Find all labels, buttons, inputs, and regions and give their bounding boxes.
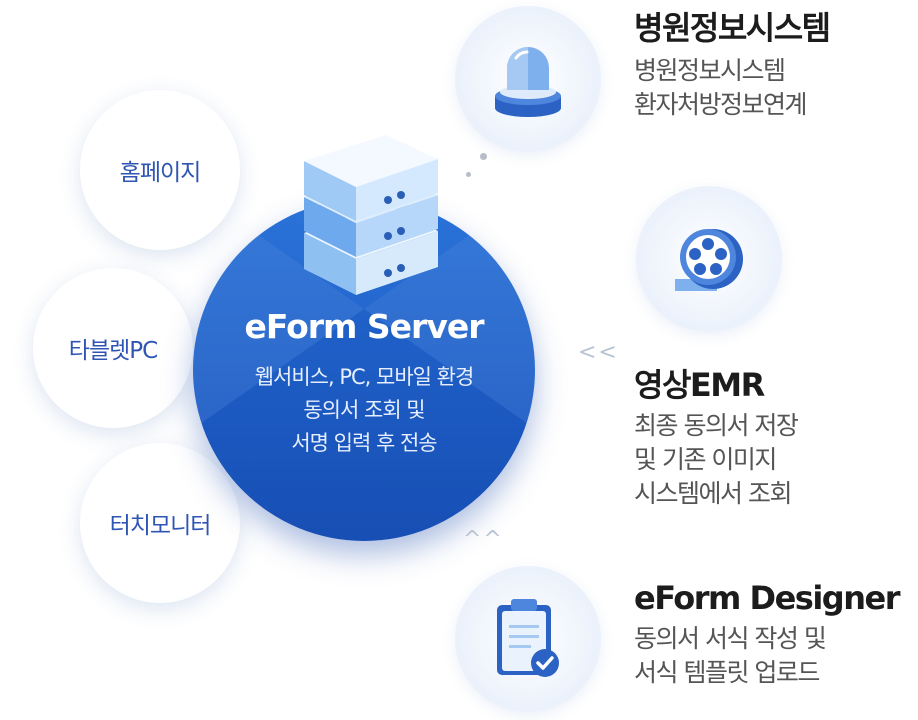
icon-circle-hospital-system xyxy=(455,6,601,152)
clipboard-check-icon xyxy=(497,599,559,677)
label-hospital-system: 병원정보시스템 병원정보시스템 환자처방정보연계 xyxy=(634,8,831,122)
left-item-tablet-label: 타블렛PC xyxy=(68,338,158,364)
label-eform-designer-line-1: 동의서 서식 작성 및 xyxy=(634,624,827,653)
up-arrows-decoration: ^^ xyxy=(463,527,504,552)
left-circle-tablet: 타블렛PC xyxy=(33,268,193,428)
server-stack-icon xyxy=(304,135,438,295)
label-video-emr-line-2: 및 기존 이미지 xyxy=(634,445,777,474)
label-video-emr-line-1: 최종 동의서 저장 xyxy=(634,411,799,440)
label-video-emr-title: 영상EMR xyxy=(634,366,765,404)
connector-dot xyxy=(480,153,487,160)
center-shade-decoration xyxy=(193,199,535,541)
label-eform-designer: eForm Designer 동의서 서식 작성 및 서식 템플릿 업로드 xyxy=(634,578,900,690)
center-desc-line-3: 서명 입력 후 전송 xyxy=(291,431,437,455)
center-description: 웹서비스, PC, 모바일 환경 동의서 조회 및 서명 입력 후 전송 xyxy=(193,361,535,460)
left-circle-homepage: 홈페이지 xyxy=(80,90,240,250)
left-circle-touch-monitor: 터치모니터 xyxy=(80,443,240,603)
label-hospital-system-line-1: 병원정보시스템 xyxy=(634,56,786,85)
label-video-emr-line-3: 시스템에서 조회 xyxy=(634,479,792,508)
label-eform-designer-line-2: 서식 템플릿 업로드 xyxy=(634,658,820,687)
film-reel-icon xyxy=(675,229,743,291)
left-item-touch-monitor-label: 터치모니터 xyxy=(109,513,212,539)
label-video-emr: 영상EMR 최종 동의서 저장 및 기존 이미지 시스템에서 조회 xyxy=(634,365,799,511)
label-hospital-system-line-2: 환자처방정보연계 xyxy=(634,90,808,119)
alarm-light-icon xyxy=(495,47,561,117)
left-item-homepage-label: 홈페이지 xyxy=(119,160,202,186)
icon-circle-video-emr xyxy=(636,186,782,332)
center-desc-line-1: 웹서비스, PC, 모바일 환경 xyxy=(254,365,475,389)
label-eform-designer-title: eForm Designer xyxy=(634,579,900,617)
label-hospital-system-title: 병원정보시스템 xyxy=(634,9,831,47)
left-arrows-decoration: << xyxy=(578,340,619,365)
center-title: eForm Server xyxy=(244,307,485,346)
icon-circle-eform-designer xyxy=(455,566,601,712)
center-desc-line-2: 동의서 조회 및 xyxy=(303,398,425,422)
connector-dot xyxy=(466,172,471,177)
